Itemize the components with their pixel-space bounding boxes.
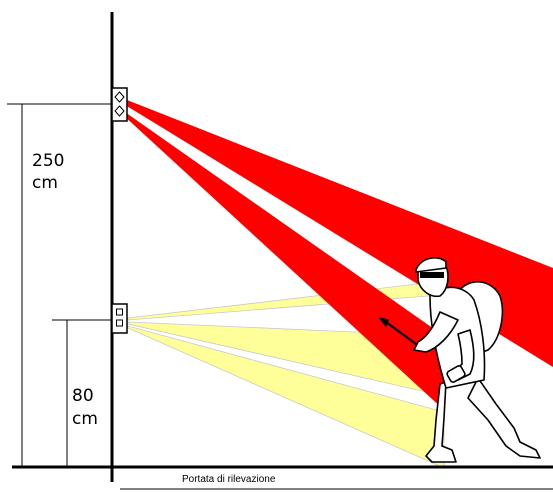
height-unit-80: cm	[72, 409, 98, 429]
range-caption: Portata di rilevazione	[182, 474, 276, 485]
sensor-diamond-icon	[111, 87, 128, 122]
intruder-figure	[379, 257, 541, 463]
arm	[413, 311, 459, 353]
height-label-250: 250	[32, 151, 65, 171]
height-unit-250: cm	[32, 173, 58, 193]
front-leg	[425, 381, 457, 463]
dimension-80	[52, 319, 112, 467]
height-label-80: 80	[72, 386, 94, 406]
dimension-250	[7, 103, 112, 467]
crowbar	[384, 320, 418, 346]
sensor-square-icon	[111, 303, 128, 334]
flashlight	[446, 365, 466, 383]
cap	[415, 257, 447, 273]
crowbar-tip	[379, 317, 389, 327]
red-beam-lower	[122, 110, 444, 410]
back-leg	[467, 377, 541, 459]
mask	[420, 272, 444, 278]
